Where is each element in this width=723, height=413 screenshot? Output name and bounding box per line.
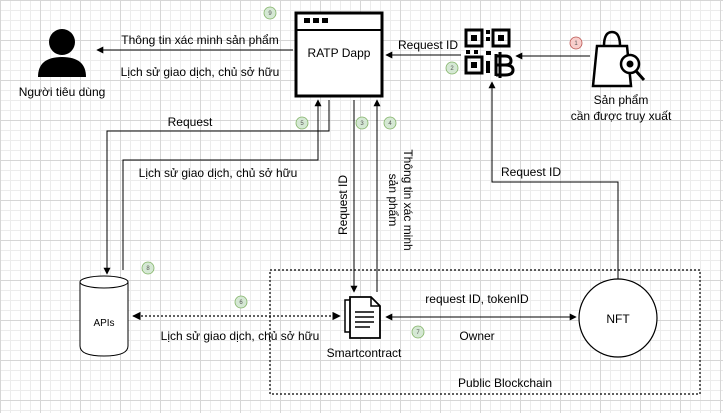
step-badge-1: 1 <box>569 36 583 50</box>
svg-text:1: 1 <box>574 41 578 47</box>
label-history-top: Lịch sử giao dịch, chủ sở hữu <box>121 65 280 79</box>
label-request-id-vertical: Request ID <box>336 175 350 235</box>
step-badge-4: 4 <box>383 116 397 130</box>
consumer-label: Người tiêu dùng <box>19 85 106 99</box>
step-badge-8: 8 <box>141 261 155 275</box>
label-history-bottom: Lịch sử giao dịch, chủ sở hữu <box>161 329 320 343</box>
svg-text:5: 5 <box>300 121 304 127</box>
product-label-line1: Sản phẩm <box>594 93 649 107</box>
blockchain-container <box>269 269 701 395</box>
svg-text:6: 6 <box>239 300 243 306</box>
apis-database[interactable] <box>79 275 129 357</box>
step-badge-3: 3 <box>355 116 369 130</box>
step-badge-2: 2 <box>445 61 459 75</box>
consumer-icon[interactable] <box>38 29 86 77</box>
edge-dapp-to-apis <box>103 100 330 275</box>
step-badge-6: 6 <box>234 295 248 309</box>
label-request-id-nft: Request ID <box>501 165 561 179</box>
dapp-window[interactable] <box>294 11 384 98</box>
nft-label: NFT <box>606 312 630 326</box>
document-icon[interactable] <box>344 296 381 339</box>
shopping-bag-icon[interactable] <box>591 30 646 88</box>
smartcontract-label: Smartcontract <box>327 346 402 360</box>
svg-text:9: 9 <box>268 11 272 17</box>
label-request-id-qr: Request ID <box>398 38 458 52</box>
svg-text:7: 7 <box>416 330 420 336</box>
label-verify-info: Thông tin xác minh sản phẩm <box>121 33 278 47</box>
label-verify-vertical-2: sản phẩm <box>386 174 400 227</box>
label-history-mid: Lịch sử giao dịch, chủ sở hữu <box>139 166 298 180</box>
product-label-line2: cần được truy xuất <box>571 109 672 123</box>
label-owner: Owner <box>459 329 494 343</box>
label-request: Request <box>168 115 213 129</box>
apis-label: APIs <box>93 318 114 329</box>
svg-text:8: 8 <box>146 266 150 272</box>
step-badge-9: 9 <box>263 6 277 20</box>
dapp-label: RATP Dapp <box>308 46 371 60</box>
edge-nft-to-qr <box>488 81 619 279</box>
svg-text:3: 3 <box>360 121 364 127</box>
label-verify-vertical-1: Thông tin xác minh <box>401 149 415 250</box>
qr-code-icon[interactable] <box>464 28 515 78</box>
svg-text:2: 2 <box>450 66 454 72</box>
step-badge-7: 7 <box>411 325 425 339</box>
label-request-token: request ID, tokenID <box>425 292 529 306</box>
step-badge-5: 5 <box>295 116 309 130</box>
blockchain-label: Public Blockchain <box>458 376 552 390</box>
svg-text:4: 4 <box>388 121 392 127</box>
edge-apis-to-dapp <box>122 99 322 270</box>
